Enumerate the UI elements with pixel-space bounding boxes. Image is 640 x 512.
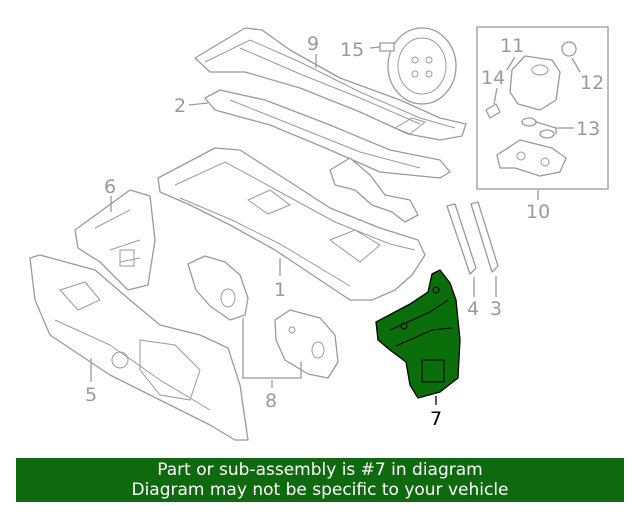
callout-14: 14 [481,67,505,89]
callout-11: 11 [500,35,524,57]
callout-6: 6 [104,176,116,198]
part-12-cap[interactable] [561,41,577,57]
callout-1: 1 [274,279,286,301]
info-banner: Part or sub-assembly is #7 in diagram Di… [16,458,624,502]
part-10-master-cylinder-group[interactable] [476,26,609,190]
banner-line-1: Part or sub-assembly is #7 in diagram [157,460,483,480]
callout-13: 13 [576,118,600,140]
banner-line-2: Diagram may not be specific to your vehi… [131,480,509,500]
part-9-cowl-top[interactable] [194,27,467,141]
part-13-seals[interactable] [521,117,555,139]
part-7-highlighted-panel[interactable] [375,269,461,399]
callout-10: 10 [526,201,550,223]
callout-4: 4 [467,298,479,320]
part-3-rail[interactable] [470,201,499,273]
part-1-cowl-lower[interactable] [157,147,426,301]
part-14-fitting[interactable] [485,103,501,119]
callout-12: 12 [580,72,604,94]
leader-lines [90,46,581,405]
part-4-rail[interactable] [446,203,477,275]
callout-15: 15 [340,39,364,61]
master-cylinder-body[interactable] [496,139,567,177]
part-11-reservoir[interactable] [509,55,561,111]
callout-9: 9 [307,33,319,55]
callout-7: 7 [430,408,442,430]
callout-8: 8 [265,390,277,412]
part-2-cowl-reinforcement[interactable] [204,89,451,223]
callout-5: 5 [85,384,97,406]
part-15-brake-booster[interactable] [379,27,457,105]
part-8-brackets[interactable] [187,255,339,379]
part-6-side-panel[interactable] [74,189,156,291]
callout-2: 2 [174,95,186,117]
callout-3: 3 [490,298,502,320]
parts-diagram: 9 15 2 11 12 14 13 10 6 1 4 3 5 8 7 [29,26,609,441]
part-5-dash-insulator[interactable] [29,254,249,441]
